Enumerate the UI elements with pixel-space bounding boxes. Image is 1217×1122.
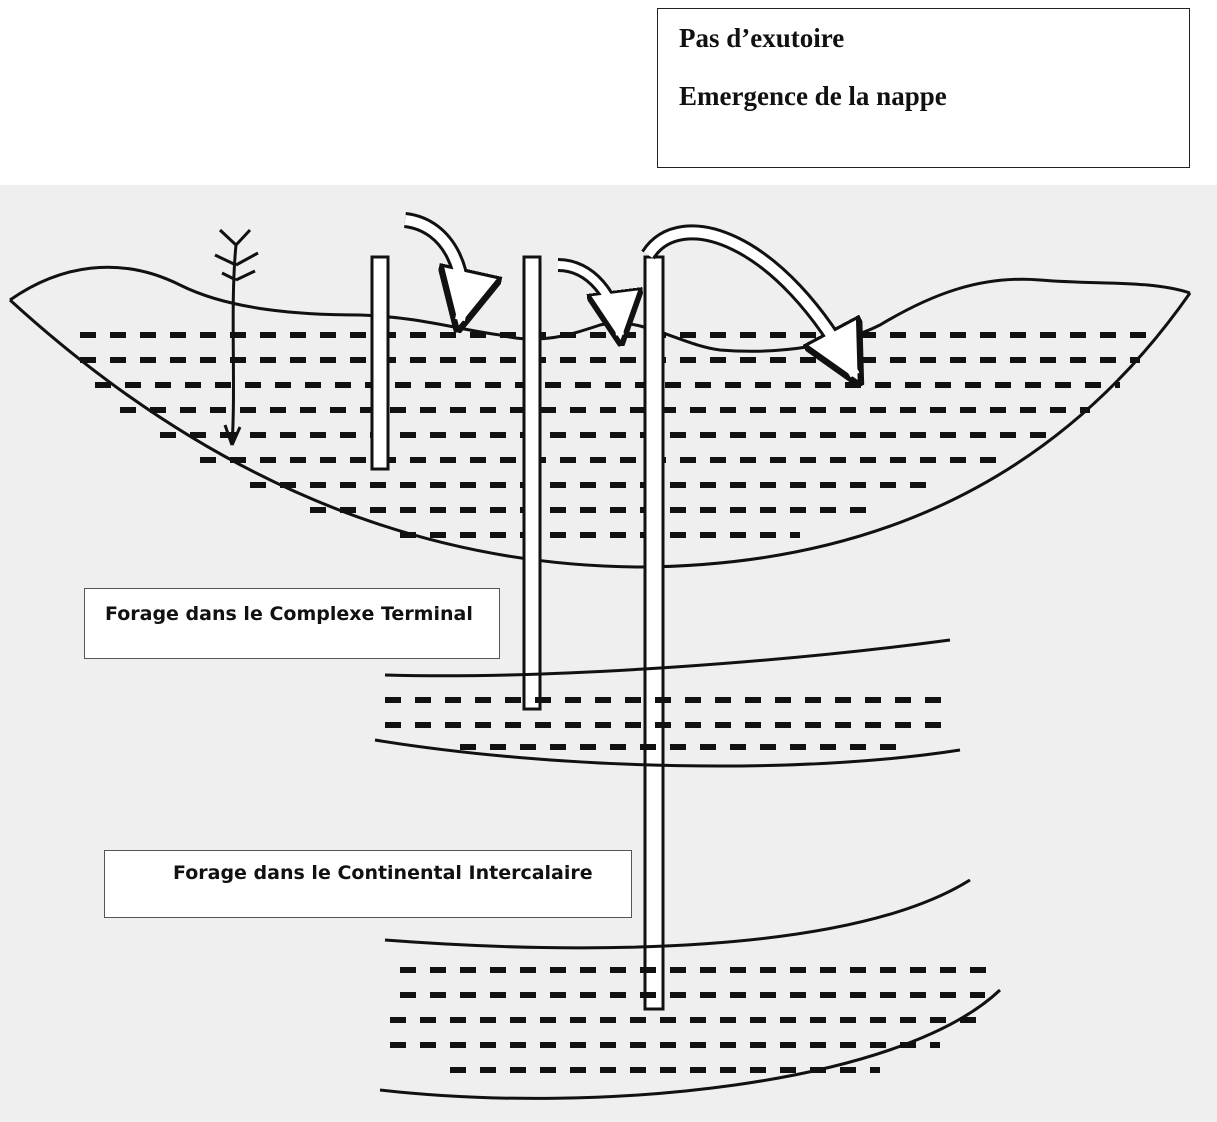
label-continental-intercalaire-text: Forage dans le Continental Intercalaire [173, 862, 593, 884]
label-complexe-terminal-text: Forage dans le Complexe Terminal [105, 603, 473, 625]
lower-aquifer-water [390, 970, 990, 1070]
label-complexe-terminal: Forage dans le Complexe Terminal [84, 588, 500, 659]
upper-aquifer-water [80, 335, 1150, 535]
legend-water-emergence: Emergence de la nappe [679, 81, 947, 112]
middle-aquifer-bottom [375, 740, 960, 766]
well-complexe-terminal [524, 257, 540, 709]
middle-aquifer-water [385, 700, 955, 747]
legend-box: Pas d’exutoire Emergence de la nappe [657, 8, 1190, 168]
legend-no-outlet: Pas d’exutoire [679, 23, 844, 54]
aquifer-diagram: Forage dans le Complexe Terminal Forage … [0, 185, 1217, 1122]
flow-arrow-3-fill [648, 232, 855, 375]
label-continental-intercalaire: Forage dans le Continental Intercalaire [104, 850, 632, 918]
well-continental-intercalaire [645, 257, 663, 1009]
flow-arrow-1-fill [405, 220, 463, 320]
shallow-well [372, 257, 388, 469]
